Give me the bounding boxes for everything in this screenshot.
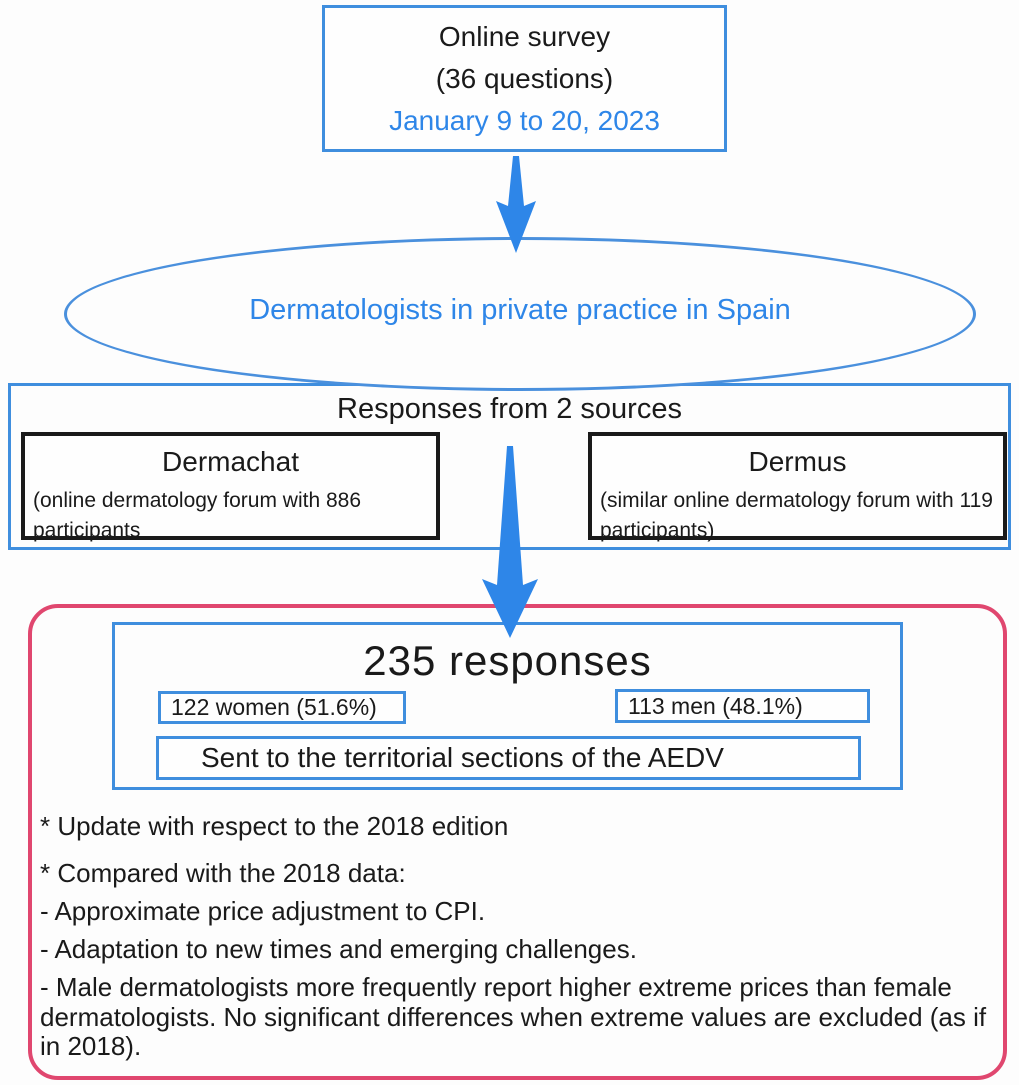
source-name: Dermachat — [162, 446, 299, 477]
sources-title: Responses from 2 sources — [337, 393, 682, 425]
population-ellipse: Dermatologists in private practice in Sp… — [64, 237, 976, 391]
responses-total: 235 responses — [363, 637, 652, 684]
source-card-dermachat: Dermachat (online dermatology forum with… — [21, 432, 440, 542]
survey-questions: (36 questions) — [435, 62, 614, 94]
aedv-distribution-box: Sent to the territorial sections of the … — [156, 736, 861, 780]
note-adaptation: - Adaptation to new times and emerging c… — [40, 934, 637, 965]
note-compared: * Compared with the 2018 data: — [40, 858, 406, 889]
note-male-vs-female: - Male dermatologists more frequently re… — [40, 972, 987, 1061]
responses-box: 235 responses 122 women (51.6%) 113 men … — [112, 622, 903, 790]
population-label: Dermatologists in private practice in Sp… — [249, 293, 791, 326]
source-description: (similar online dermatology forum with 1… — [600, 489, 993, 543]
survey-title: Online survey — [438, 20, 611, 52]
women-count-box: 122 women (51.6%) — [158, 691, 406, 724]
survey-dates: January 9 to 20, 2023 — [389, 104, 660, 136]
source-description: (online dermatology forum with 886 parti… — [33, 489, 362, 543]
source-name: Dermus — [748, 446, 847, 477]
source-card-dermus: Dermus (similar online dermatology forum… — [588, 432, 1007, 542]
men-count-box: 113 men (48.1%) — [615, 689, 870, 723]
notes-section: * Update with respect to the 2018 editio… — [40, 811, 990, 1061]
survey-box: Online survey (36 questions) January 9 t… — [322, 5, 727, 152]
note-update: * Update with respect to the 2018 editio… — [40, 811, 509, 841]
note-cpi: - Approximate price adjustment to CPI. — [40, 896, 486, 927]
sources-box: Responses from 2 sources Dermachat (onli… — [8, 383, 1011, 550]
